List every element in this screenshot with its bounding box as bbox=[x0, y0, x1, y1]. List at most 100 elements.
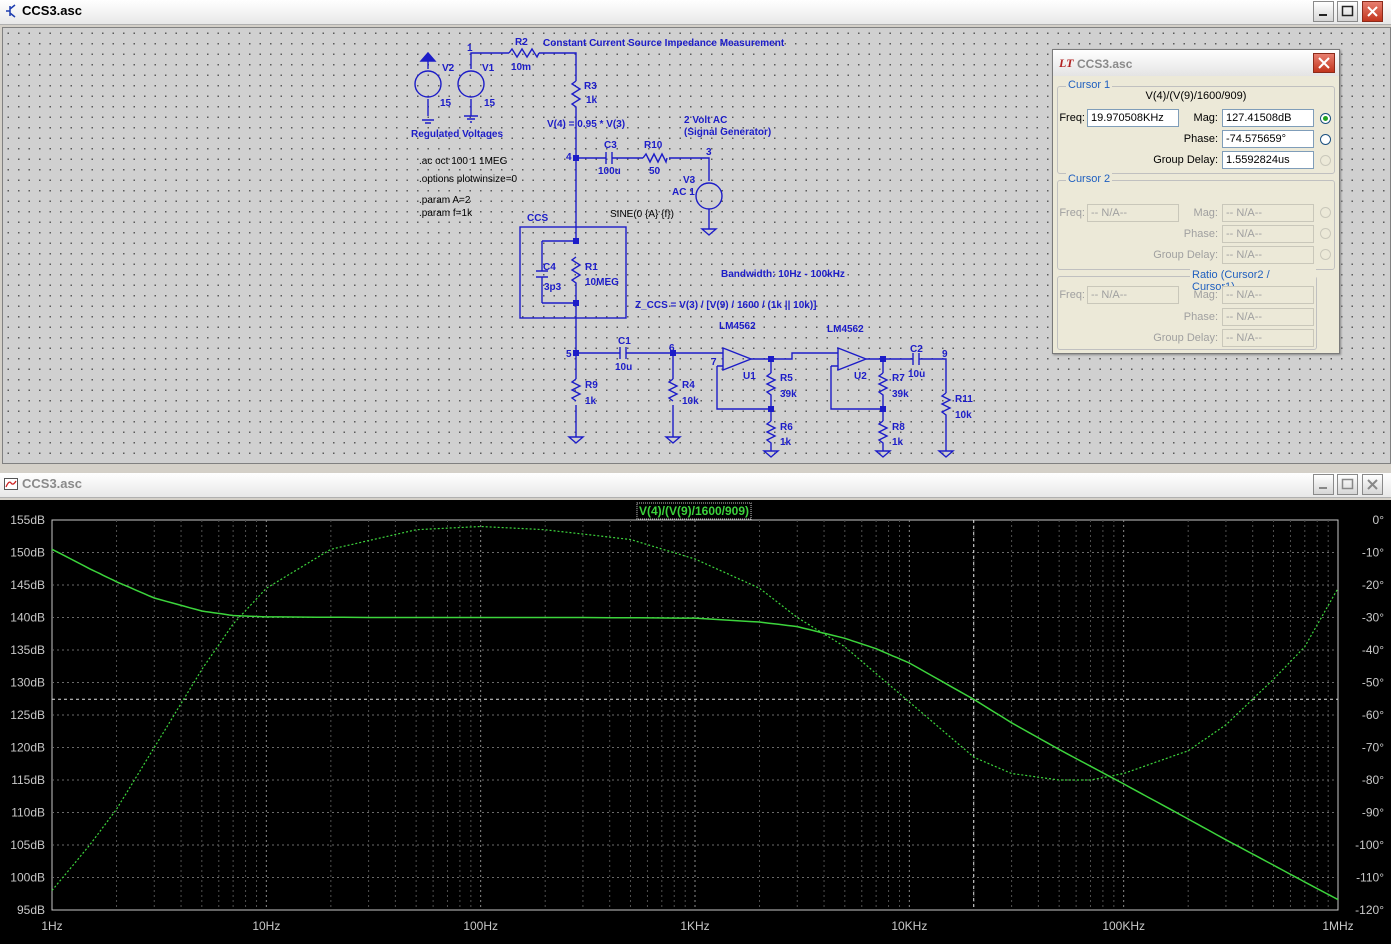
ratio-phase-field[interactable]: -- N/A-- bbox=[1222, 308, 1314, 326]
y-left-tick-label: 145dB bbox=[10, 578, 45, 592]
ratio-mag-label: Mag: bbox=[1193, 289, 1218, 301]
plot-minimize-button[interactable] bbox=[1313, 474, 1334, 495]
part-value: 15 bbox=[440, 98, 452, 109]
y-right-tick-label: -80° bbox=[1362, 773, 1384, 787]
part-value: 50 bbox=[649, 166, 661, 177]
cursor2-legend: Cursor 2 bbox=[1066, 173, 1113, 185]
node-label: 3 bbox=[706, 147, 712, 158]
cursor1-group: Cursor 1 bbox=[1057, 79, 1335, 174]
part-label: R8 bbox=[892, 422, 905, 433]
cursor1-group-delay-field[interactable]: 1.5592824us bbox=[1222, 151, 1314, 169]
spice-directive: .param f=1k bbox=[419, 208, 473, 219]
cursor2-group-delay-field[interactable]: -- N/A-- bbox=[1222, 246, 1314, 264]
part-label: R2 bbox=[515, 37, 528, 48]
cursor1-expression: V(4)/(V(9)/1600/909) bbox=[1145, 90, 1247, 102]
close-icon bbox=[1318, 57, 1330, 69]
schematic-drawing: Constant Current Source Impedance Measur… bbox=[411, 37, 973, 458]
part-label: U1 bbox=[743, 371, 756, 382]
cursor2-phase-field[interactable]: -- N/A-- bbox=[1222, 225, 1314, 243]
part-label: R3 bbox=[584, 81, 597, 92]
cursor-dialog[interactable]: LT CCS3.asc Cursor 1 V(4)/(V(9)/1600/909… bbox=[1052, 49, 1340, 354]
cursor2-group-delay-radio[interactable] bbox=[1320, 249, 1331, 260]
minimize-icon bbox=[1319, 487, 1327, 489]
close-button[interactable] bbox=[1362, 1, 1383, 22]
transistor-icon bbox=[6, 4, 16, 18]
part-label: R11 bbox=[955, 394, 973, 405]
ratio-freq-field[interactable]: -- N/A-- bbox=[1087, 286, 1179, 304]
part-value: 10MEG bbox=[585, 277, 619, 288]
part-value: 1k bbox=[892, 437, 904, 448]
maximize-button[interactable] bbox=[1337, 1, 1358, 22]
cursor2-mag-field[interactable]: -- N/A-- bbox=[1222, 204, 1314, 222]
ratio-freq-label: Freq: bbox=[1059, 289, 1085, 301]
plot-close-button[interactable] bbox=[1362, 474, 1383, 495]
y-left-tick-label: 120dB bbox=[10, 741, 45, 755]
spice-directive: .ac oct 100 1 1MEG bbox=[419, 156, 508, 167]
node-label: 7 bbox=[711, 357, 717, 368]
part-label: V2 bbox=[442, 63, 455, 74]
cursor1-phase-radio[interactable] bbox=[1320, 134, 1331, 145]
ratio-mag-field[interactable]: -- N/A-- bbox=[1222, 286, 1314, 304]
part-value: AC 1 bbox=[672, 187, 695, 198]
minimize-button[interactable] bbox=[1313, 1, 1334, 22]
schematic-window-title: CCS3.asc bbox=[22, 3, 82, 18]
magnitude-trace bbox=[51, 548, 1339, 901]
y-left-tick-label: 155dB bbox=[10, 513, 45, 527]
cursor1-mag-radio[interactable] bbox=[1320, 113, 1331, 124]
part-label: LM4562 bbox=[827, 324, 864, 335]
cursor-dialog-close-button[interactable] bbox=[1313, 53, 1335, 73]
schematic-titlebar[interactable]: CCS3.asc bbox=[0, 0, 1391, 25]
cursor-dialog-title: CCS3.asc bbox=[1077, 57, 1133, 71]
cursor-dialog-titlebar[interactable]: LT CCS3.asc bbox=[1053, 50, 1339, 76]
cursor2-freq-label: Freq: bbox=[1059, 207, 1085, 219]
regulated-label: Regulated Voltages bbox=[411, 129, 503, 140]
close-icon bbox=[1367, 479, 1378, 490]
part-label: R6 bbox=[780, 422, 793, 433]
cursor1-mag-field[interactable]: 127.41508dB bbox=[1222, 109, 1314, 127]
y-right-tick-label: -120° bbox=[1355, 903, 1384, 917]
part-value: 1k bbox=[780, 437, 792, 448]
plot-titlebar[interactable]: CCS3.asc bbox=[0, 473, 1391, 498]
y-left-tick-label: 115dB bbox=[11, 773, 45, 787]
phase-trace bbox=[51, 525, 1339, 891]
ratio-group-delay-field[interactable]: -- N/A-- bbox=[1222, 329, 1314, 347]
cursor1-group-delay-radio[interactable] bbox=[1320, 155, 1331, 166]
part-value: 3p3 bbox=[544, 282, 562, 293]
node-label: 9 bbox=[942, 349, 948, 360]
cursor2-group-delay-label: Group Delay: bbox=[1153, 249, 1218, 261]
y-left-tick-label: 95dB bbox=[17, 903, 45, 917]
ac-note-1: 2 Volt AC bbox=[684, 115, 727, 126]
cursor1-phase-field[interactable]: -74.575659° bbox=[1222, 130, 1314, 148]
y-left-tick-label: 130dB bbox=[10, 676, 45, 690]
trace-label[interactable]: V(4)/(V(9)/1600/909) bbox=[639, 504, 749, 518]
ccs-label: CCS bbox=[527, 213, 548, 224]
waveform-chart[interactable]: 155dB150dB145dB140dB135dB130dB125dB120dB… bbox=[0, 500, 1391, 944]
plot-window-title: CCS3.asc bbox=[22, 476, 82, 491]
y-right-tick-label: -70° bbox=[1362, 741, 1384, 755]
part-value: 39k bbox=[780, 389, 797, 400]
y-right-tick-label: -90° bbox=[1362, 806, 1384, 820]
cursor2-phase-radio[interactable] bbox=[1320, 228, 1331, 239]
v4-note: V(4) = 0.95 * V(3) bbox=[547, 119, 625, 130]
x-tick-label: 10Hz bbox=[252, 919, 280, 933]
part-label: C1 bbox=[618, 336, 631, 347]
part-label: LM4562 bbox=[719, 321, 756, 332]
y-left-tick-label: 105dB bbox=[10, 838, 45, 852]
x-tick-label: 100KHz bbox=[1102, 919, 1145, 933]
part-label: C4 bbox=[543, 262, 556, 273]
cursor2-mag-radio[interactable] bbox=[1320, 207, 1331, 218]
part-value: 10m bbox=[511, 62, 531, 73]
x-tick-label: 1Hz bbox=[41, 919, 62, 933]
ratio-phase-label: Phase: bbox=[1183, 311, 1218, 323]
part-label: R7 bbox=[892, 373, 905, 384]
minimize-icon bbox=[1319, 14, 1327, 16]
y-right-tick-label: -60° bbox=[1362, 708, 1384, 722]
cursor1-freq-field[interactable]: 19.970508KHz bbox=[1087, 109, 1179, 127]
cursor2-freq-field[interactable]: -- N/A-- bbox=[1087, 204, 1179, 222]
x-tick-label: 100Hz bbox=[463, 919, 498, 933]
part-value: 100u bbox=[598, 166, 621, 177]
plot-maximize-button[interactable] bbox=[1337, 474, 1358, 495]
x-tick-label: 1KHz bbox=[680, 919, 709, 933]
part-label: V3 bbox=[683, 175, 696, 186]
